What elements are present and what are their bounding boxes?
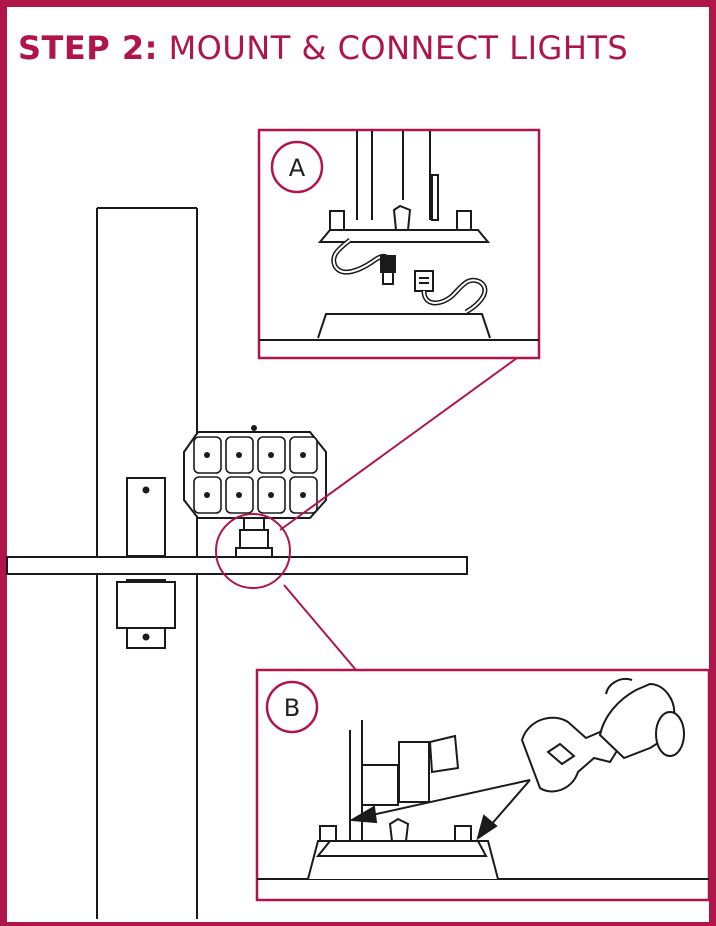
direction-arrows [348, 779, 531, 841]
detail-a-drawing [259, 131, 539, 341]
callout-a-label: A [289, 154, 306, 182]
step-heading: MOUNT & CONNECT LIGHTS [168, 29, 629, 67]
detail-a-badge: A [270, 140, 324, 194]
pole-bracket [116, 477, 176, 649]
zoom-indicator [215, 357, 518, 671]
callout-b-label: B [284, 694, 300, 722]
step-title: STEP 2: MOUNT & CONNECT LIGHTS [18, 26, 678, 70]
detail-b-badge: B [265, 680, 319, 734]
detail-b-drawing [257, 720, 709, 880]
wrench-hand [520, 678, 685, 793]
step-number: STEP 2: [18, 29, 158, 67]
cross-arm [6, 556, 468, 575]
light-fixture [183, 425, 327, 558]
